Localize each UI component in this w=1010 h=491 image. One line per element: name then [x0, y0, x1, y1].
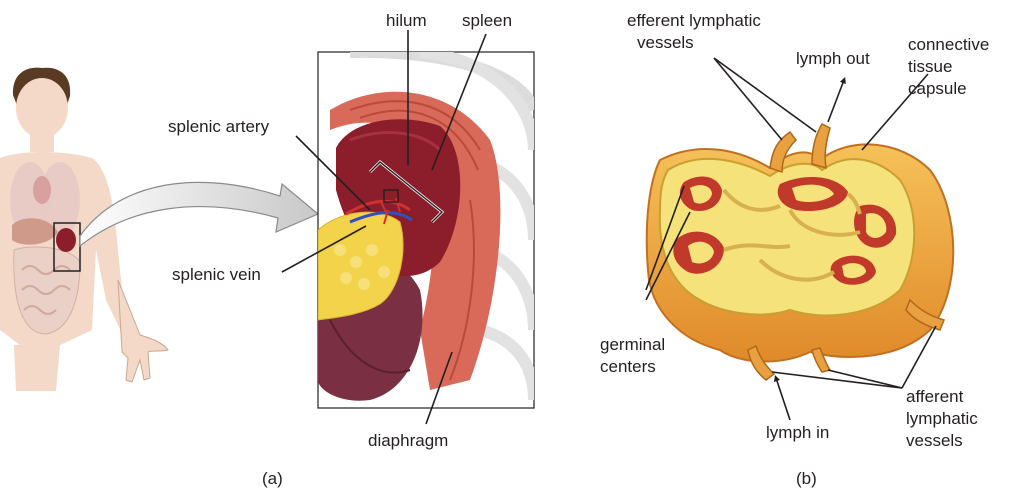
label-germinal-1: germinal — [600, 335, 665, 354]
spleen-inset — [318, 52, 534, 408]
label-splenic-vein: splenic vein — [172, 265, 261, 284]
label-germinal-2: centers — [600, 357, 656, 376]
label-diaphragm: diaphragm — [368, 431, 448, 450]
label-afferent-1: afferent — [906, 387, 964, 406]
caption-b: (b) — [796, 469, 817, 488]
human-body-figure — [0, 68, 168, 391]
label-capsule-3: capsule — [908, 79, 967, 98]
label-capsule-2: tissue — [908, 57, 952, 76]
label-spleen: spleen — [462, 11, 512, 30]
label-afferent-3: vessels — [906, 431, 963, 450]
label-afferent-2: lymphatic — [906, 409, 978, 428]
label-hilum: hilum — [386, 11, 427, 30]
caption-a: (a) — [262, 469, 283, 488]
label-efferent-2: vessels — [637, 33, 694, 52]
label-lymph-out: lymph out — [796, 49, 870, 68]
label-efferent-1: efferent lymphatic — [627, 11, 761, 30]
label-splenic-artery: splenic artery — [168, 117, 270, 136]
lymph-node-illustration — [647, 124, 954, 380]
label-capsule-1: connective — [908, 35, 989, 54]
label-lymph-in: lymph in — [766, 423, 829, 442]
